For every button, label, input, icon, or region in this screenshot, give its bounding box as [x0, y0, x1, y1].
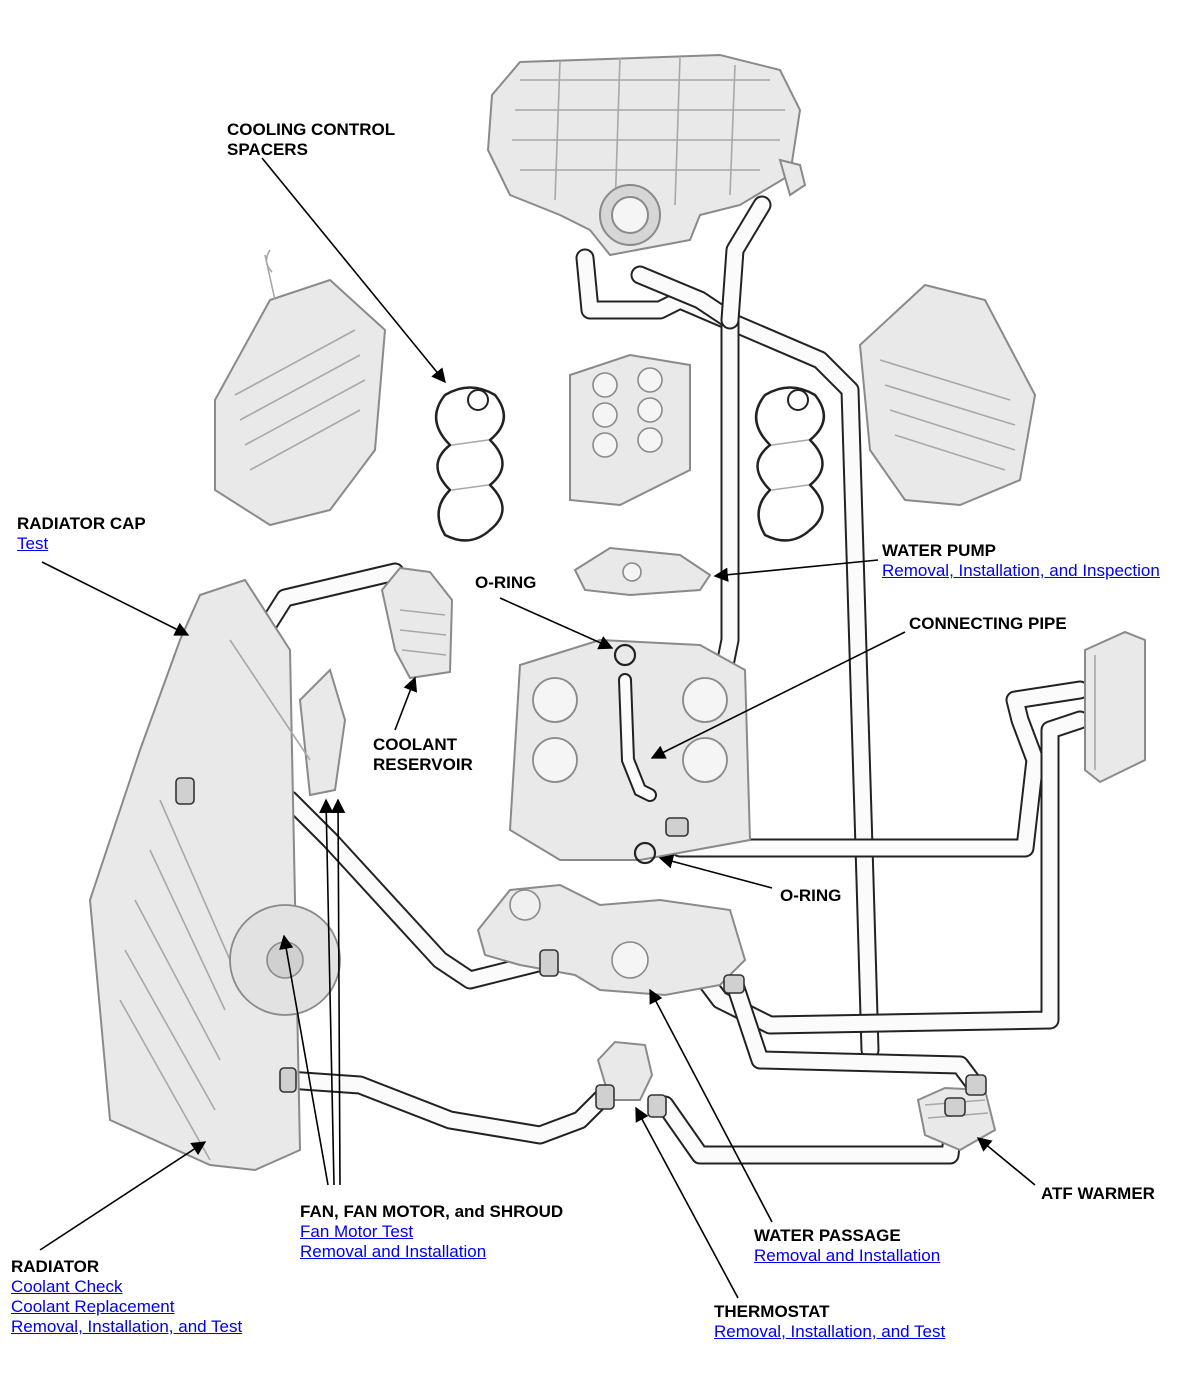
connecting-pipe-title: CONNECTING PIPE: [909, 614, 1067, 633]
radiator-coolant-check-link[interactable]: Coolant Check: [11, 1277, 123, 1296]
coolant-reservoir-line2: RESERVOIR: [373, 755, 473, 774]
water-passage: [476, 883, 747, 997]
connecting-pipe-label: CONNECTING PIPE: [909, 614, 1067, 634]
water-passage-title: WATER PASSAGE: [754, 1226, 901, 1245]
radiator-title: RADIATOR: [11, 1257, 100, 1276]
cooling-control-spacers-line2: SPACERS: [227, 140, 308, 159]
water-passage-removal-link[interactable]: Removal and Installation: [754, 1246, 941, 1265]
water-passage-label: WATER PASSAGE Removal and Installation: [754, 1226, 940, 1266]
o-ring-upper-title: O-RING: [475, 573, 537, 592]
coolant-reservoir-label: COOLANT RESERVOIR: [373, 735, 473, 775]
intake-manifold: [486, 53, 807, 257]
fan-removal-link[interactable]: Removal and Installation: [300, 1242, 487, 1261]
cooling-control-spacer-left: [435, 386, 505, 542]
water-pump-removal-link[interactable]: Removal, Installation, and Inspection: [882, 561, 1160, 580]
thermostat-title: THERMOSTAT: [714, 1302, 830, 1321]
engine-block: [508, 638, 752, 865]
coolant-reservoir-line1: COOLANT: [373, 735, 458, 754]
heater-core: [1084, 630, 1146, 784]
right-cylinder-head: [858, 283, 1037, 507]
o-ring-lower-title: O-RING: [780, 886, 842, 905]
fan-motor-test-link[interactable]: Fan Motor Test: [300, 1222, 414, 1241]
water-pump-title: WATER PUMP: [882, 541, 996, 560]
cooling-control-spacer-right: [755, 386, 825, 542]
thermostat-label: THERMOSTAT Removal, Installation, and Te…: [714, 1302, 945, 1342]
o-ring-upper-label: O-RING: [475, 573, 536, 593]
o-ring-lower-label: O-RING: [780, 886, 841, 906]
radiator-cap-label: RADIATOR CAP Test: [17, 514, 146, 554]
cooling-control-spacers-label: COOLING CONTROL SPACERS: [227, 120, 395, 160]
lower-intake-manifold: [569, 353, 691, 507]
fan-title: FAN, FAN MOTOR, and SHROUD: [300, 1202, 564, 1221]
thermostat-removal-link[interactable]: Removal, Installation, and Test: [714, 1322, 946, 1341]
leader-lines: [39, 157, 1036, 1299]
water-pump: [573, 546, 712, 597]
radiator-cap-test-link[interactable]: Test: [17, 534, 49, 553]
left-cylinder-head: [214, 249, 387, 527]
radiator-coolant-replacement-link[interactable]: Coolant Replacement: [11, 1297, 175, 1316]
radiator-removal-link[interactable]: Removal, Installation, and Test: [11, 1317, 243, 1336]
fan-label: FAN, FAN MOTOR, and SHROUD Fan Motor Tes…: [300, 1202, 563, 1262]
coolant-reservoir-tank: [380, 566, 454, 680]
hose-clamps: [175, 777, 987, 1118]
atf-warmer-title: ATF WARMER: [1041, 1184, 1155, 1203]
radiator-label: RADIATOR Coolant Check Coolant Replaceme…: [11, 1257, 242, 1337]
radiator-assembly: [88, 578, 347, 1172]
water-pump-label: WATER PUMP Removal, Installation, and In…: [882, 541, 1160, 581]
atf-warmer-label: ATF WARMER: [1041, 1184, 1155, 1204]
radiator-cap-title: RADIATOR CAP: [17, 514, 146, 533]
cooling-control-spacers-line1: COOLING CONTROL: [227, 120, 396, 139]
